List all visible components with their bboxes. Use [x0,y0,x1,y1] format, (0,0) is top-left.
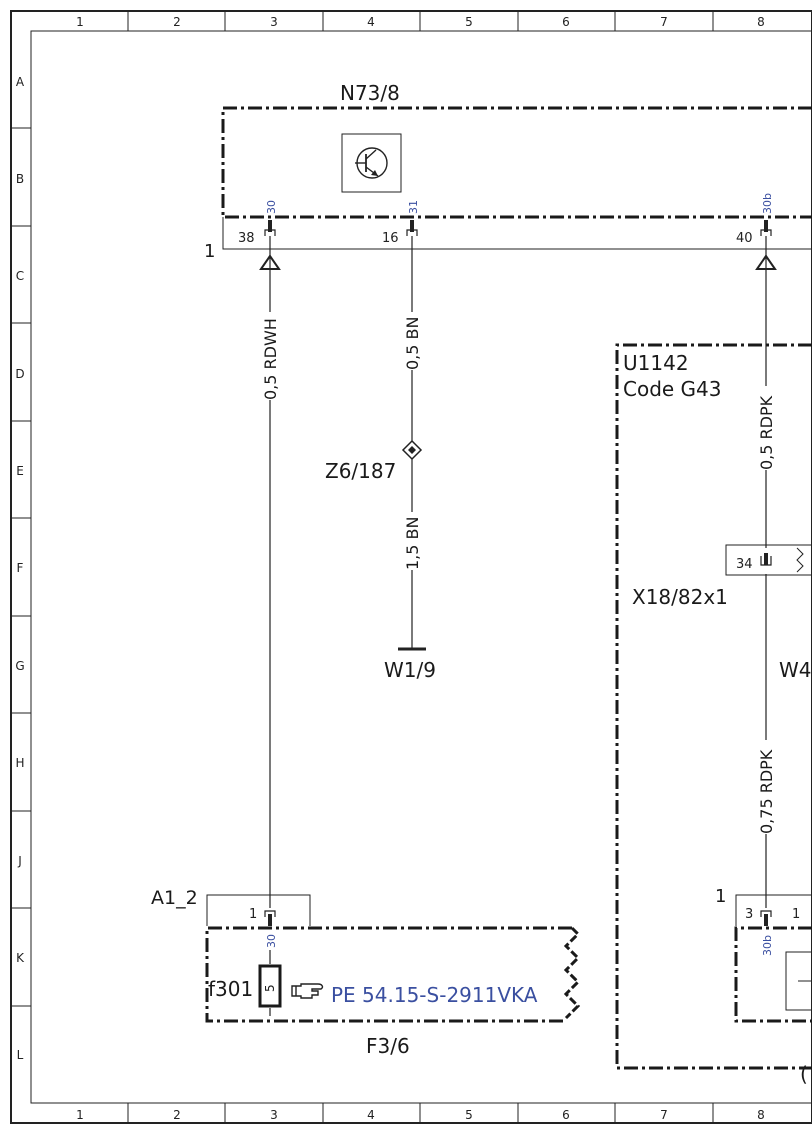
fuse-box-name: F3/6 [366,1034,410,1058]
outer-frame [10,10,812,1124]
pin-number: 40 [736,231,753,246]
splice-icon [401,439,423,461]
connector-name: A1_2 [151,887,198,909]
component-a1-2: A1_2 1 30 [151,887,311,948]
terminal-label: 30 [265,934,278,948]
ground-name: W1/9 [384,658,436,682]
transistor-icon [355,147,388,179]
terminal-label: 30 [265,200,278,214]
column-ruler-top: 1 2 3 4 5 6 7 8 [76,11,765,31]
component-name: N73/8 [340,81,400,105]
row-label: L [17,1048,24,1062]
reference-link[interactable]: PE 54.15-S-2911VKA [331,983,538,1007]
connector-strip [222,217,812,250]
wire-label: 0,75 RDPK [757,749,776,834]
wire-rdpk: 0,5 RDPK 0,75 RDPK [755,236,777,908]
clipped-label-w: W4 [779,658,812,682]
col-label: 5 [465,1108,473,1122]
wire-label: 0,5 RDPK [757,395,776,470]
row-label: D [15,367,24,381]
terminal-label: 30b [761,193,774,214]
terminal-label: 31 [407,200,420,214]
row-label: B [16,172,24,186]
fuse-name: f301 [208,977,253,1001]
fuse-value: 5 [263,984,277,992]
wire-label: 1,5 BN [403,517,422,570]
col-label: 4 [367,1108,375,1122]
wire-bn: 0,5 BN Z6/187 1,5 BN W1/9 [325,236,436,682]
col-label: 7 [660,15,668,29]
row-label: E [16,464,24,478]
option-boundary [615,343,812,1070]
col-label: 6 [562,1108,570,1122]
splice-name: Z6/187 [325,459,396,483]
connector-name: X18/82x1 [632,585,728,609]
connector-number: 1 [715,886,726,907]
col-label: 7 [660,1108,668,1122]
component-u1142: U1142 Code G43 [615,343,812,1070]
pin-number: 16 [382,231,399,246]
terminal-label: 30b [761,935,774,956]
row-label: C [16,269,24,283]
row-label: A [16,75,25,89]
wire-label: 0,5 RDWH [261,318,280,400]
col-label: 8 [757,15,765,29]
row-label: H [15,756,24,770]
ground-name-partial: W4 [779,658,812,682]
col-label: 1 [76,15,84,29]
col-label: 2 [173,15,181,29]
component-boundary [221,106,812,219]
wire-label: 0,5 BN [403,317,422,370]
component-n73-8: N73/8 1 38 30 16 31 40 30b [204,81,812,262]
component-f3-6: 5 f301 PE 54.15-S-2911VKA F3/6 [205,926,581,1058]
option-name: U1142 [623,351,689,375]
col-label: 8 [757,1108,765,1122]
connector-x18-82x1: 34 X18/82x1 [632,544,812,609]
row-label: F [17,561,24,575]
col-label: 2 [173,1108,181,1122]
pointing-hand-icon [291,983,324,999]
col-label: 3 [270,1108,278,1122]
row-ruler: A B C D E F G H J K L [11,75,31,1062]
inner-frame [30,30,812,1104]
connector-number: 1 [204,241,215,262]
col-label: 3 [270,15,278,29]
col-label: 5 [465,15,473,29]
transistor-box [341,133,402,193]
fuse-icon [258,964,282,1008]
col-label: 6 [562,15,570,29]
col-label: 4 [367,15,375,29]
option-code: Code G43 [623,377,722,401]
component-name-partial: ( [800,1062,808,1086]
pin-number: 38 [238,231,255,246]
row-label: K [16,951,25,965]
pin-number: 34 [736,557,753,572]
column-ruler-bottom: 1 2 3 4 5 6 7 8 [76,1103,765,1123]
row-label: G [15,659,24,673]
pin-number: 1 [249,907,257,922]
connector-right-bottom: 1 3 1 30b ( [715,886,812,1086]
row-label: J [17,854,22,868]
col-label: 1 [76,1108,84,1122]
pin-number: 1 [792,907,800,922]
pin-number: 3 [745,907,753,922]
wire-rdwh: 0,5 RDWH [259,236,281,908]
